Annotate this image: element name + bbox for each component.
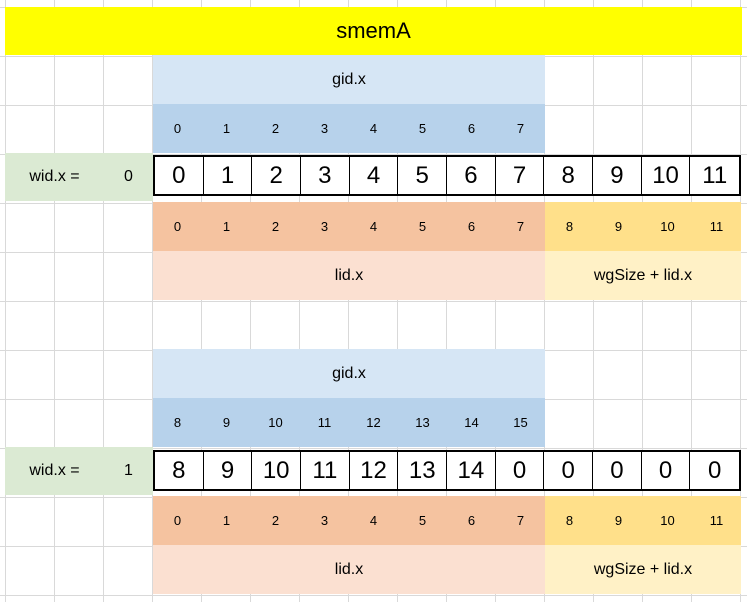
gid-cell: 9 [222,415,231,430]
smem-cell: 8 [544,157,594,194]
wg-cell: 11 [709,513,724,528]
lid-values-row-1: 0 1 2 3 4 5 6 7 [153,496,545,545]
smem-cell: 0 [496,452,545,489]
gid-cell: 0 [173,121,182,136]
wid-value-1: 1 [104,447,153,495]
smem-cell: 7 [496,157,545,194]
wg-label-0: wgSize + lid.x [545,251,741,300]
gid-cell: 3 [320,121,329,136]
lid-cell: 6 [467,513,476,528]
smem-cell: 6 [447,157,496,194]
gid-cell: 10 [268,415,283,430]
smem-row-0: 0 1 2 3 4 5 6 7 8 9 10 11 [153,155,741,196]
wid-label-1: wid.x = [5,447,104,495]
wg-values-row-1: 8 9 10 11 [545,496,741,545]
smem-cell: 1 [204,157,253,194]
gid-cell: 2 [271,121,280,136]
smem-cell: 0 [544,452,594,489]
wg-cell: 9 [614,219,623,234]
wid-label-0: wid.x = [5,153,104,201]
smem-cell: 11 [301,452,350,489]
lid-cell: 7 [516,219,525,234]
lid-cell: 0 [173,513,182,528]
gid-label-1: gid.x [153,349,545,398]
smem-cell: 4 [350,157,399,194]
smem-cell: 0 [155,157,204,194]
gid-cell: 4 [369,121,378,136]
wg-cell: 9 [614,513,623,528]
lid-cell: 4 [369,219,378,234]
gid-cell: 13 [415,415,430,430]
smem-cell: 11 [702,161,728,189]
gid-cell: 11 [317,415,332,430]
lid-cell: 0 [173,219,182,234]
gid-cell: 5 [418,121,427,136]
gid-cell: 1 [222,121,231,136]
smem-title: smemA [5,7,742,55]
lid-cell: 3 [320,513,329,528]
lid-cell: 2 [271,513,280,528]
lid-label-1: lid.x [153,545,545,594]
wg-values-row-0: 8 9 10 11 [545,202,741,251]
lid-cell: 5 [418,513,427,528]
wg-label-1: wgSize + lid.x [545,545,741,594]
smem-row-1: 8 9 10 11 12 13 14 0 0 0 0 0 [153,450,741,491]
gid-cell: 7 [516,121,525,136]
lid-cell: 3 [320,219,329,234]
gid-cell: 12 [366,415,381,430]
lid-cell: 5 [418,219,427,234]
lid-cell: 4 [369,513,378,528]
lid-cell: 7 [516,513,525,528]
smem-cell: 3 [301,157,350,194]
lid-cell: 1 [222,219,231,234]
gid-label-0: gid.x [153,55,545,104]
lid-label-0: lid.x [153,251,545,300]
lid-cell: 2 [271,219,280,234]
smem-cell: 0 [593,452,642,489]
lid-cell: 6 [467,219,476,234]
smem-cell: 5 [398,157,448,194]
smem-cell: 10 [252,452,302,489]
smem-cell: 0 [708,456,722,484]
smem-cell: 2 [252,157,302,194]
smem-cell: 14 [447,452,496,489]
smem-cell: 13 [398,452,448,489]
smem-cell: 9 [593,157,642,194]
gid-cell: 6 [467,121,476,136]
smem-cell: 0 [642,452,691,489]
wg-cell: 10 [660,513,675,528]
smem-cell: 8 [155,452,204,489]
smem-cell: 12 [350,452,399,489]
lid-cell: 1 [222,513,231,528]
wg-cell: 10 [660,219,675,234]
lid-values-row-0: 0 1 2 3 4 5 6 7 [153,202,545,251]
wg-cell: 11 [709,219,724,234]
gid-values-row-1: 8 9 10 11 12 13 14 15 [153,398,545,447]
wid-value-0: 0 [104,153,153,201]
wg-cell: 8 [565,513,574,528]
gid-cell: 8 [173,415,182,430]
gid-cell: 14 [464,415,479,430]
smem-cell: 9 [204,452,253,489]
smem-cell: 10 [642,157,691,194]
gid-cell: 15 [513,415,528,430]
gid-values-row-0: 0 1 2 3 4 5 6 7 [153,104,545,153]
wg-cell: 8 [565,219,574,234]
